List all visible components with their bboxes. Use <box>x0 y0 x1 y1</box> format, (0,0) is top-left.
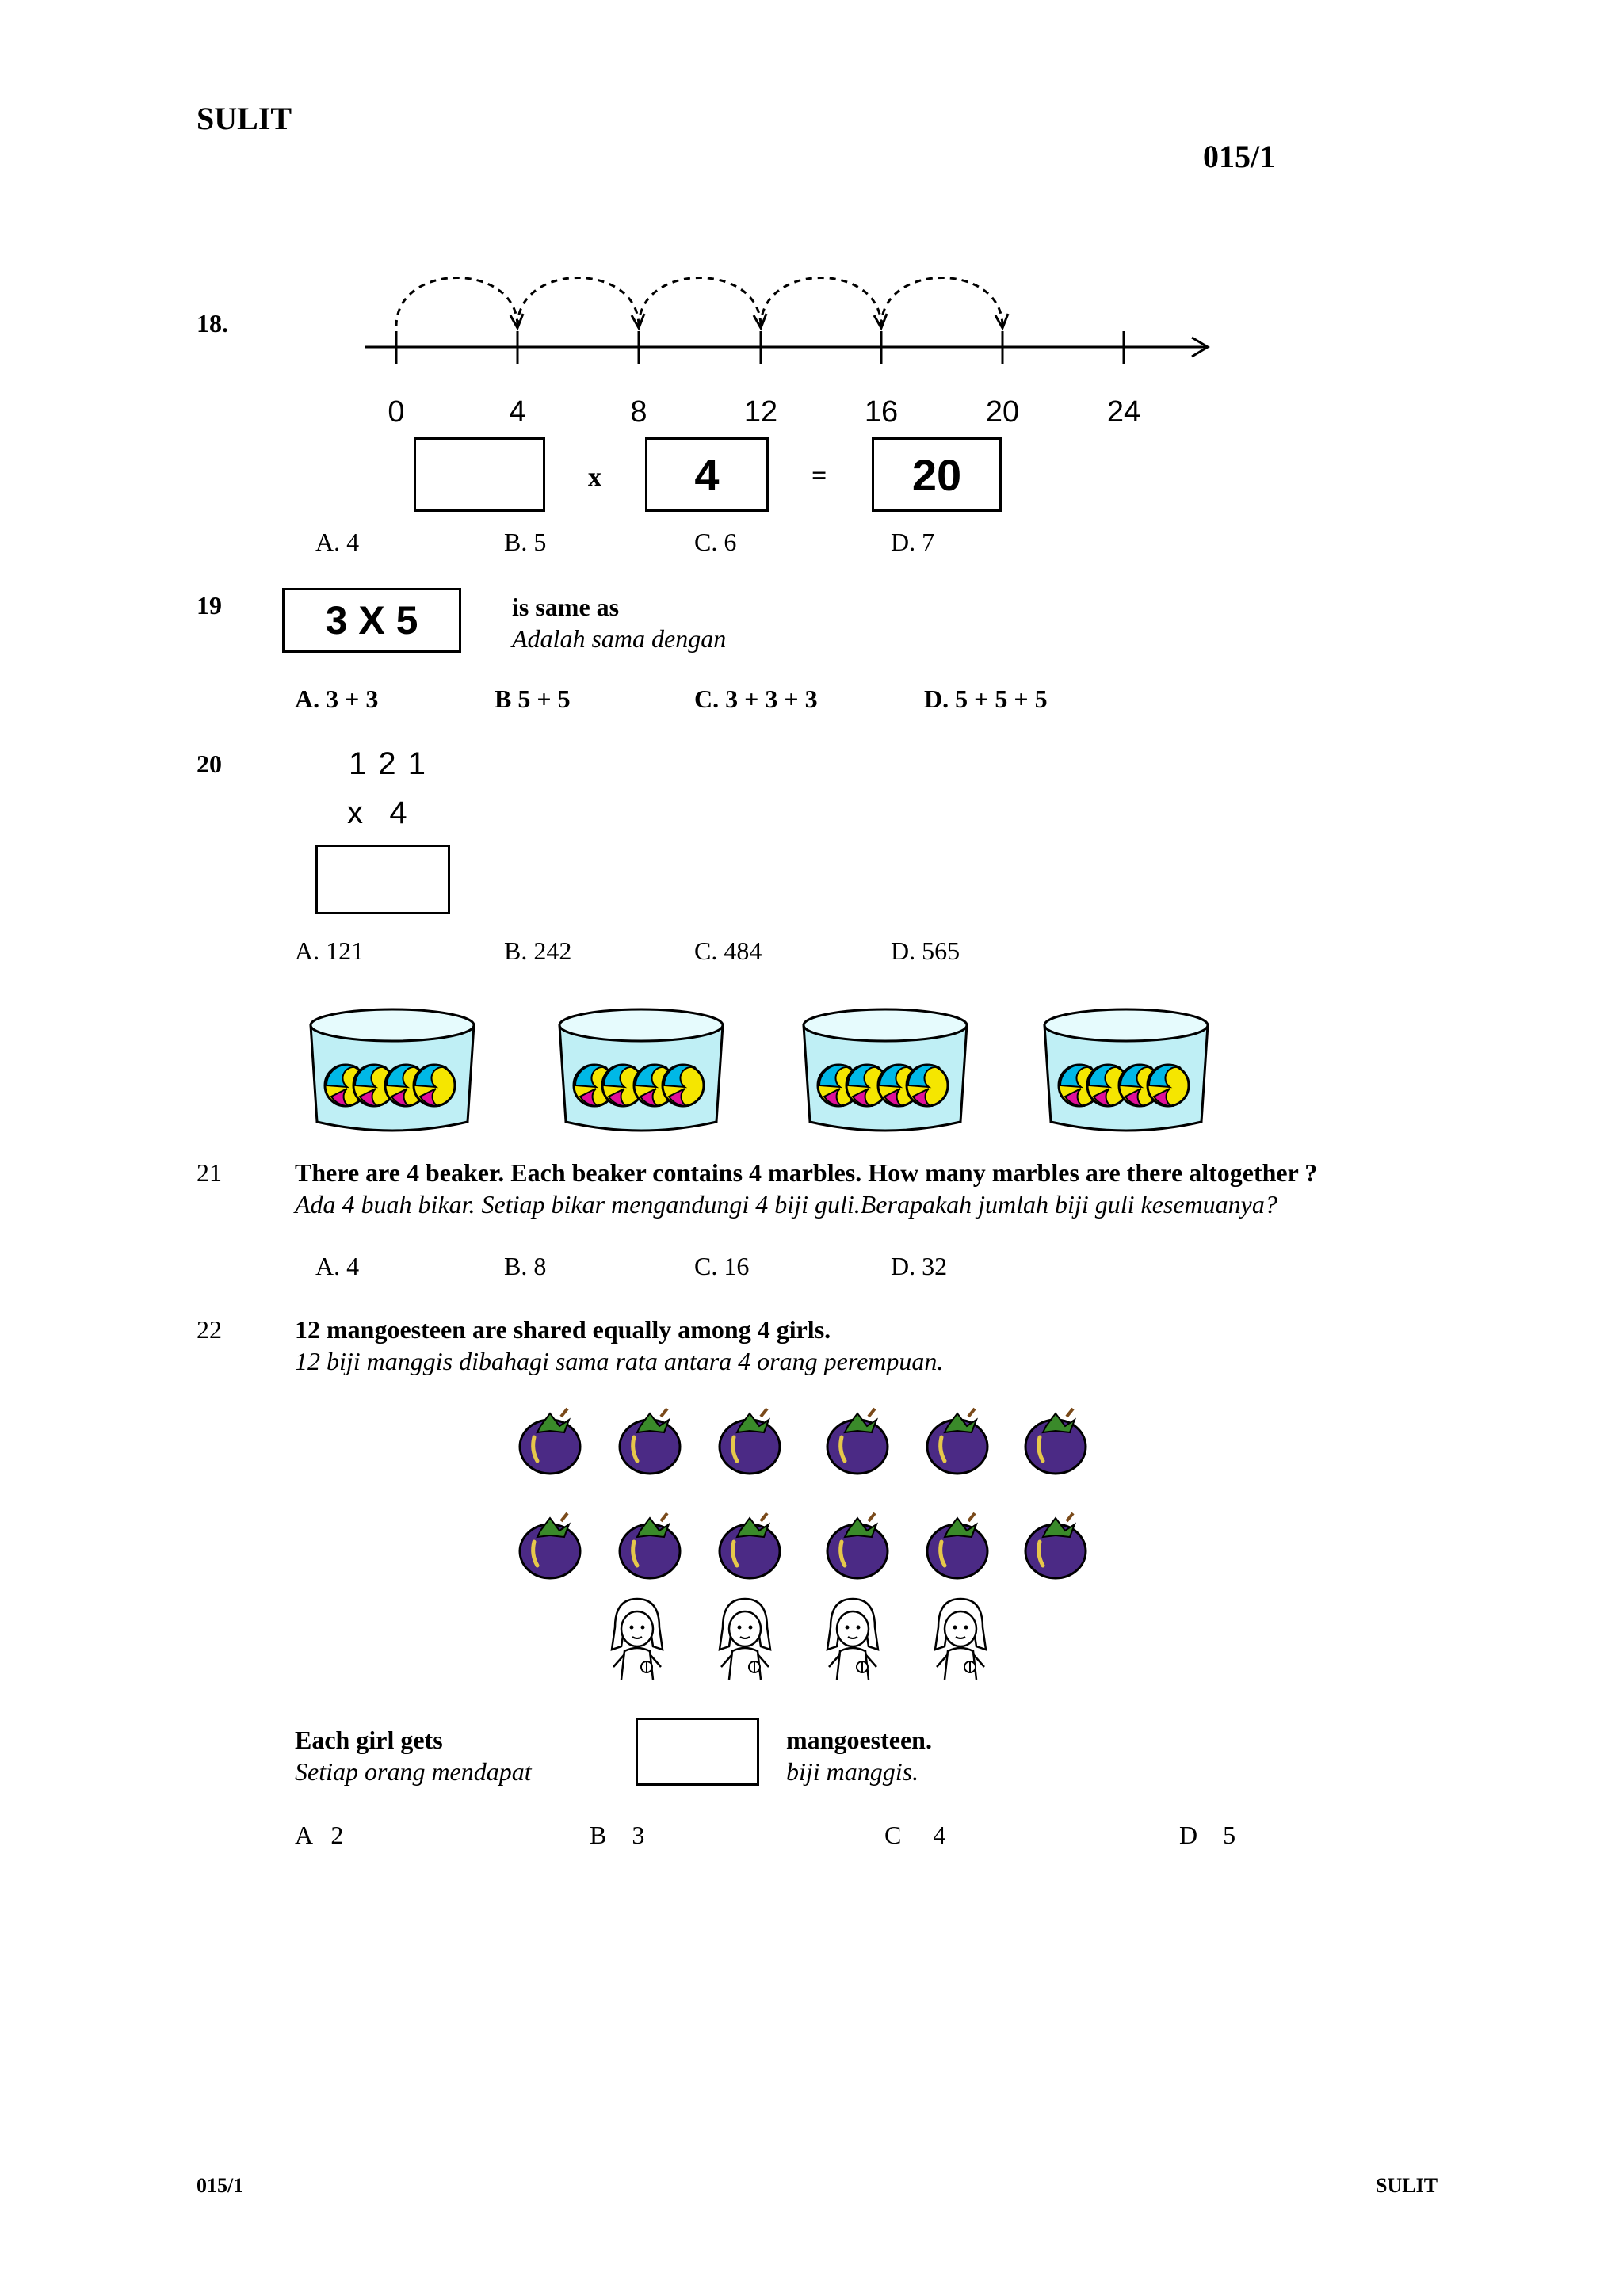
question-number-20: 20 <box>197 749 222 778</box>
q20-option-c[interactable]: C. 484 <box>694 936 762 965</box>
q22-option-d[interactable]: D 5 <box>1179 1821 1236 1849</box>
header-right: 015/1 <box>1203 139 1276 174</box>
question-number-21: 21 <box>197 1158 222 1187</box>
marble-icon <box>905 1063 949 1108</box>
beaker-icon <box>309 1008 475 1132</box>
mangosteen-icon <box>518 1407 582 1475</box>
q22-answer-suffix-ms: biji manggis. <box>786 1757 919 1786</box>
number-line: 0 4 8 12 16 20 24 <box>365 277 1210 429</box>
number-line-hop <box>637 277 762 327</box>
mangosteen-icon <box>926 1512 989 1580</box>
answer-blank-box[interactable] <box>414 437 545 512</box>
mangosteen-icon <box>826 1512 889 1580</box>
q22-answer-suffix-en: mangoesteen. <box>786 1726 932 1754</box>
number-line-label: 12 <box>744 395 777 429</box>
mangosteen-icon <box>518 1512 582 1580</box>
question-number-18: 18. <box>197 309 228 338</box>
number-line-hop <box>880 277 1004 327</box>
q22-answer-prefix-en: Each girl gets <box>295 1726 443 1754</box>
q18-option-a[interactable]: A. 4 <box>315 528 360 556</box>
number-line-label: 24 <box>1107 395 1140 429</box>
q21-option-a[interactable]: A. 4 <box>315 1252 360 1280</box>
mangosteen-icon <box>718 1512 781 1580</box>
footer-left: 015/1 <box>197 2174 244 2197</box>
q21-text-en: There are 4 beaker. Each beaker contains… <box>295 1158 1318 1187</box>
q21-option-c[interactable]: C. 16 <box>694 1252 750 1280</box>
number-line-hop <box>516 277 640 327</box>
hop-arrowhead <box>630 313 646 331</box>
mangosteen-icon <box>618 1407 682 1475</box>
marble-icon <box>661 1063 705 1108</box>
mangosteen-icon <box>926 1407 989 1475</box>
q19-prompt-en: is same as <box>512 593 620 621</box>
q22-option-b[interactable]: B 3 <box>590 1821 645 1849</box>
marble-icon <box>412 1063 456 1108</box>
q19-option-a[interactable]: A. 3 + 3 <box>295 685 379 713</box>
multiplicand: 1 2 1 <box>349 746 427 781</box>
q22-option-a[interactable]: A 2 <box>295 1821 344 1849</box>
q20-option-d[interactable]: D. 565 <box>891 936 960 965</box>
q22-answer-blank-box[interactable] <box>636 1718 759 1786</box>
q21-option-d[interactable]: D. 32 <box>891 1252 948 1280</box>
number-line-hop <box>395 277 519 327</box>
number-line-arrowhead <box>1191 336 1210 358</box>
marble-icon <box>352 1063 396 1108</box>
q19-option-b[interactable]: B 5 + 5 <box>495 685 571 713</box>
hop-arrowhead <box>752 313 768 331</box>
marble-icon <box>1146 1063 1190 1108</box>
girl-icon <box>934 1597 987 1680</box>
mangosteen-icon <box>618 1512 682 1580</box>
times-sign: x <box>588 463 601 492</box>
expression-box: 3 X 5 <box>282 588 461 653</box>
q20-option-a[interactable]: A. 121 <box>295 936 365 965</box>
q18-option-b[interactable]: B. 5 <box>504 528 547 556</box>
header-left: SULIT <box>197 101 292 136</box>
hop-arrowhead <box>509 313 525 331</box>
hop-arrowhead <box>994 313 1010 331</box>
question-number-22: 22 <box>197 1315 222 1344</box>
q22-option-c[interactable]: C 4 <box>884 1821 946 1849</box>
girl-icon <box>826 1597 880 1680</box>
beaker-icon <box>558 1008 724 1132</box>
q22-text-en: 12 mangoesteen are shared equally among … <box>295 1315 831 1344</box>
q22-text-ms: 12 biji manggis dibahagi sama rata antar… <box>295 1347 944 1375</box>
number-line-label: 16 <box>865 395 898 429</box>
factor-box: 4 <box>645 437 769 512</box>
number-line-hop <box>759 277 883 327</box>
q19-option-d[interactable]: D. 5 + 5 + 5 <box>924 685 1048 713</box>
beaker-icon <box>1043 1008 1209 1132</box>
number-line-label: 8 <box>630 395 647 429</box>
mangosteen-icon <box>718 1407 781 1475</box>
question-number-19: 19 <box>197 591 222 620</box>
girl-icon <box>610 1597 664 1680</box>
q21-option-b[interactable]: B. 8 <box>504 1252 547 1280</box>
q22-answer-prefix-ms: Setiap orang mendapat <box>295 1757 532 1786</box>
beaker-icon <box>802 1008 968 1132</box>
q18-option-c[interactable]: C. 6 <box>694 528 737 556</box>
product-blank-box[interactable] <box>315 845 450 914</box>
q20-option-b[interactable]: B. 242 <box>504 936 572 965</box>
equals-sign: = <box>812 461 827 490</box>
hop-arrowhead <box>873 313 888 331</box>
number-line-label: 4 <box>509 395 525 429</box>
footer-right: SULIT <box>1376 2174 1438 2197</box>
q21-text-ms: Ada 4 buah bikar. Setiap bikar mengandun… <box>295 1190 1277 1219</box>
number-line-label: 0 <box>388 395 404 429</box>
girl-icon <box>718 1597 772 1680</box>
q18-option-d[interactable]: D. 7 <box>891 528 935 556</box>
multiplier: x 4 <box>347 795 407 830</box>
result-box: 20 <box>872 437 1002 512</box>
q19-prompt-ms: Adalah sama dengan <box>512 624 727 653</box>
mangosteen-icon <box>826 1407 889 1475</box>
mangosteen-icon <box>1024 1512 1087 1580</box>
marble-icon <box>1086 1063 1130 1108</box>
number-line-label: 20 <box>986 395 1019 429</box>
marble-icon <box>601 1063 645 1108</box>
q19-option-c[interactable]: C. 3 + 3 + 3 <box>694 685 818 713</box>
mangosteen-icon <box>1024 1407 1087 1475</box>
marble-icon <box>845 1063 889 1108</box>
